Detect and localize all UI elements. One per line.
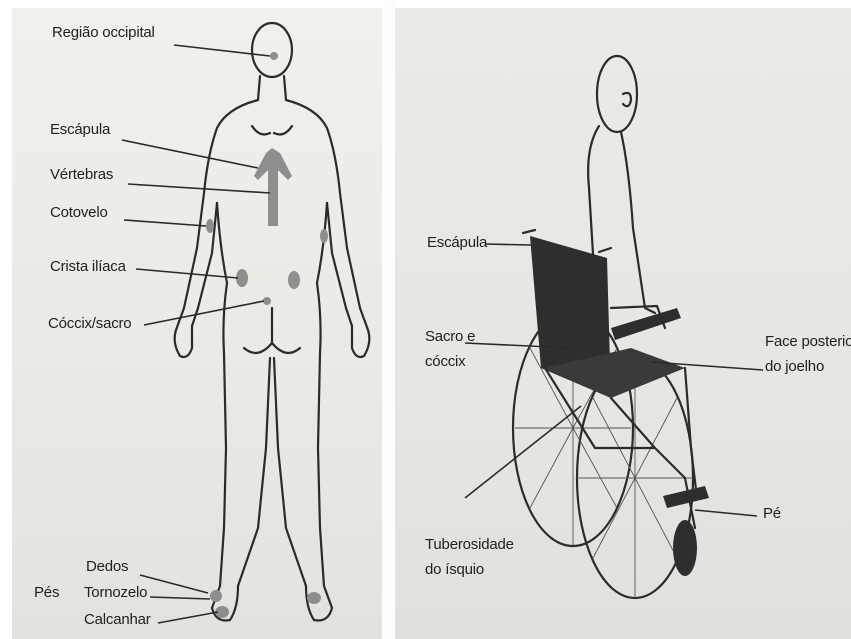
coccyx-leader — [144, 301, 264, 325]
label-ischial-line2: do ísquio — [425, 561, 484, 578]
shoulder-blade-lines — [252, 126, 292, 134]
label-ankle: Tornozelo — [84, 584, 147, 601]
armrest — [611, 308, 681, 340]
label-iliac-crest: Crista ilíaca — [50, 258, 126, 275]
panel-divider — [382, 0, 395, 639]
label-vertebrae: Vértebras — [50, 166, 113, 183]
elbow-leader — [124, 220, 206, 226]
toes-leader — [140, 575, 208, 593]
footrest — [663, 486, 709, 508]
label-scapula-wheelchair: Escápula — [427, 234, 487, 251]
body-pressure-points-panel: Região occipital Escápula Vértebras Coto… — [12, 8, 382, 639]
head-outline — [252, 23, 292, 77]
left-hand-outline — [175, 326, 192, 357]
coccyx-spot — [263, 297, 271, 305]
legs-outline — [212, 353, 332, 608]
label-sacrum-line2: cóccix — [425, 353, 465, 370]
occipital-spot — [270, 52, 278, 60]
label-occipital: Região occipital — [52, 24, 155, 41]
ischial-leader — [465, 406, 581, 498]
label-scapula: Escápula — [50, 121, 110, 138]
occipital-leader — [174, 45, 270, 56]
person-head — [597, 56, 637, 132]
label-elbow: Cotovelo — [50, 204, 108, 221]
label-knee-line2: do joelho — [765, 358, 824, 375]
left-elbow-spot — [206, 219, 214, 233]
label-ischial-line1: Tuberosidade — [425, 536, 514, 553]
right-hand-outline — [352, 326, 369, 357]
label-heel: Calcanhar — [84, 611, 151, 628]
right-elbow-spot — [320, 229, 328, 243]
right-iliac-spot — [288, 271, 300, 289]
scapula-vertebrae-spot — [254, 148, 292, 226]
label-foot: Pé — [763, 505, 781, 522]
right-heel-spot — [307, 592, 321, 604]
left-ankle-spot — [210, 590, 222, 602]
person-ear — [623, 93, 631, 106]
heel-leader — [158, 612, 218, 623]
foot-leader — [695, 510, 757, 516]
wheelchair-pressure-points-panel: Escápula Sacro e cóccix Face posterior d… — [395, 8, 851, 639]
gluteal-outline — [244, 308, 300, 353]
label-feet: Pés — [34, 584, 59, 601]
label-knee-line1: Face posterior — [765, 333, 851, 350]
scapula-leader — [122, 140, 258, 168]
ankle-leader — [150, 597, 210, 599]
iliac-leader — [136, 269, 238, 278]
scapula-leader-r — [485, 244, 531, 245]
label-toes: Dedos — [86, 558, 128, 575]
label-coccyx-sacrum: Cóccix/sacro — [48, 315, 131, 332]
vertebrae-leader — [128, 184, 270, 193]
front-caster — [673, 520, 697, 576]
label-sacrum-line1: Sacro e — [425, 328, 475, 345]
